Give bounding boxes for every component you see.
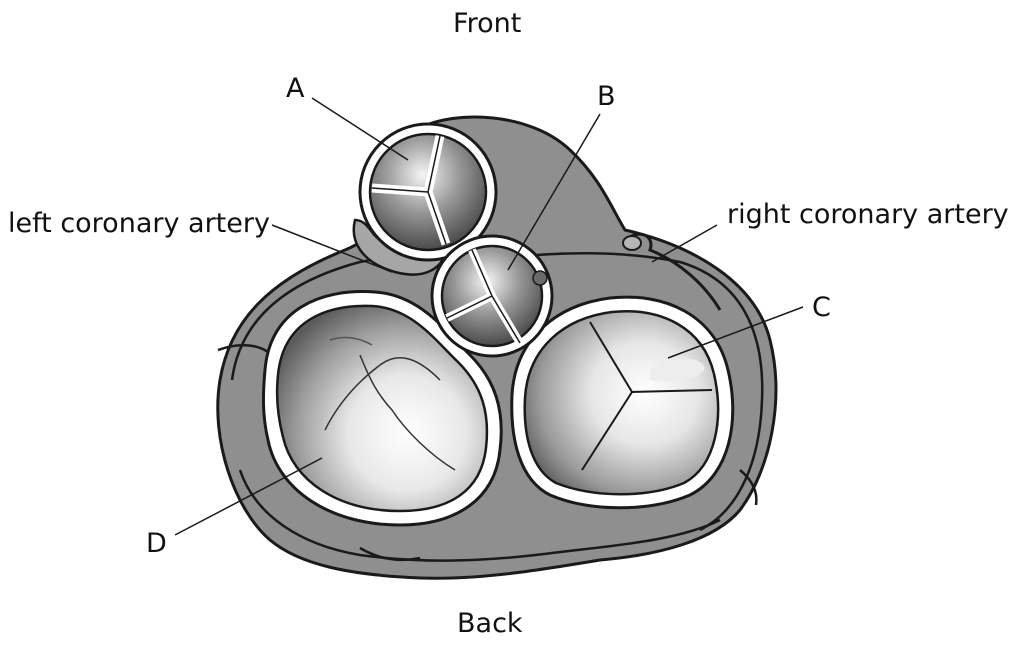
leader-a: [312, 98, 408, 160]
orientation-back: Back: [457, 610, 523, 637]
orientation-front: Front: [453, 10, 521, 37]
label-left-coronary-artery: left coronary artery: [8, 210, 270, 237]
label-a: A: [286, 75, 304, 102]
label-d: D: [146, 530, 167, 557]
right-coronary-opening: [623, 236, 641, 250]
valve-c-cavity: [525, 311, 718, 494]
valve-b-coronary-ostium: [533, 271, 547, 285]
label-b: B: [597, 83, 616, 110]
label-c: C: [812, 294, 831, 321]
label-right-coronary-artery: right coronary artery: [727, 201, 1009, 228]
